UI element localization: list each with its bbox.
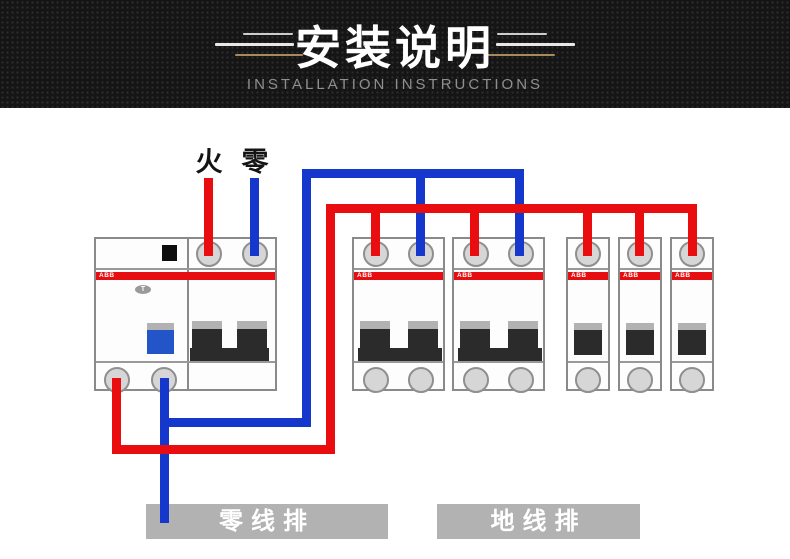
deco-line-left-gold [235,54,303,56]
neutral-bottom-link-wire [160,418,311,427]
page-subtitle: INSTALLATION INSTRUCTIONS [246,76,544,93]
breaker-toggle [408,329,438,348]
output-terminal [679,367,705,393]
two-pole-breaker-1: ABB [352,237,445,393]
panel-line [672,361,712,363]
indicator-window [162,245,177,261]
brand-label: ABB [99,272,115,279]
panel-line [620,361,660,363]
live-bottom-link-wire [112,445,335,454]
output-terminal [575,367,601,393]
deco-line-left-mid [215,43,294,46]
breaker-toggle [237,329,267,348]
live-drop-wire-1 [371,204,380,256]
toggle-cap [626,323,654,330]
panel-line [568,361,608,363]
rcd-toggle [147,330,174,354]
brand-stripe: ABB [620,272,660,280]
ground-bus-bar: 地线排 [437,504,640,539]
single-pole-breaker-3: ABB [670,237,714,393]
live-out-wire [112,378,121,454]
toggle-cap [574,323,602,330]
deco-line-left-top [243,33,293,35]
neutral-bus-bar: 零线排 [146,504,388,539]
toggle-cap [237,321,267,329]
breaker-toggle [460,329,490,348]
live-riser-wire [326,204,335,454]
breaker-toggle [626,330,654,355]
breaker-toggle [192,329,222,348]
header-banner: 安装说明 INSTALLATION INSTRUCTIONS [0,0,790,108]
panel-line [620,268,660,270]
brand-label: ABB [623,272,639,279]
brand-label: ABB [675,272,691,279]
neutral-riser-wire [302,169,311,427]
breaker-toggle [360,329,390,348]
toggle-cap [508,321,538,329]
live-top-bus-wire [326,204,697,213]
main-rcbo-breaker: ABB T [94,237,277,393]
deco-line-right-top [497,33,547,35]
toggle-cap [360,321,390,329]
toggle-cap [460,321,490,329]
panel-line [454,268,543,270]
deco-line-right-mid [496,43,575,46]
live-feed-wire [204,178,213,256]
breaker-toggle [574,330,602,355]
toggle-bar [190,348,269,361]
breaker-toggle [678,330,706,355]
output-terminal [408,367,434,393]
live-drop-wire-3 [583,204,592,256]
output-terminal [363,367,389,393]
brand-stripe: ABB [96,272,275,280]
toggle-bar [458,348,542,361]
brand-stripe: ABB [454,272,543,280]
brand-stripe: ABB [354,272,443,280]
brand-stripe: ABB [568,272,608,280]
brand-label: ABB [357,272,373,279]
toggle-bar [358,348,442,361]
panel-line [454,361,543,363]
toggle-cap [408,321,438,329]
brand-label: ABB [457,272,473,279]
live-drop-wire-5 [688,204,697,256]
panel-line [354,268,443,270]
live-drop-wire-4 [635,204,644,256]
brand-stripe: ABB [672,272,712,280]
toggle-cap [147,323,174,330]
neutral-top-bus-wire [302,169,524,178]
neutral-wire-label: 零 [241,147,269,177]
output-terminal [627,367,653,393]
toggle-cap [192,321,222,329]
test-button: T [135,285,151,294]
live-wire-label: 火 [195,147,223,177]
output-terminal [508,367,534,393]
panel-line [568,268,608,270]
breaker-toggle [508,329,538,348]
neutral-feed-wire [250,178,259,256]
two-pole-breaker-2: ABB [452,237,545,393]
brand-label: ABB [571,272,587,279]
module-divider [187,239,189,389]
single-pole-breaker-2: ABB [618,237,662,393]
output-terminal [463,367,489,393]
page-title: 安装说明 [295,22,495,74]
live-drop-wire-2 [470,204,479,256]
deco-line-right-gold [487,54,555,56]
panel-line [672,268,712,270]
panel-line [96,268,275,270]
toggle-cap [678,323,706,330]
panel-line [354,361,443,363]
panel-line [96,361,275,363]
single-pole-breaker-1: ABB [566,237,610,393]
